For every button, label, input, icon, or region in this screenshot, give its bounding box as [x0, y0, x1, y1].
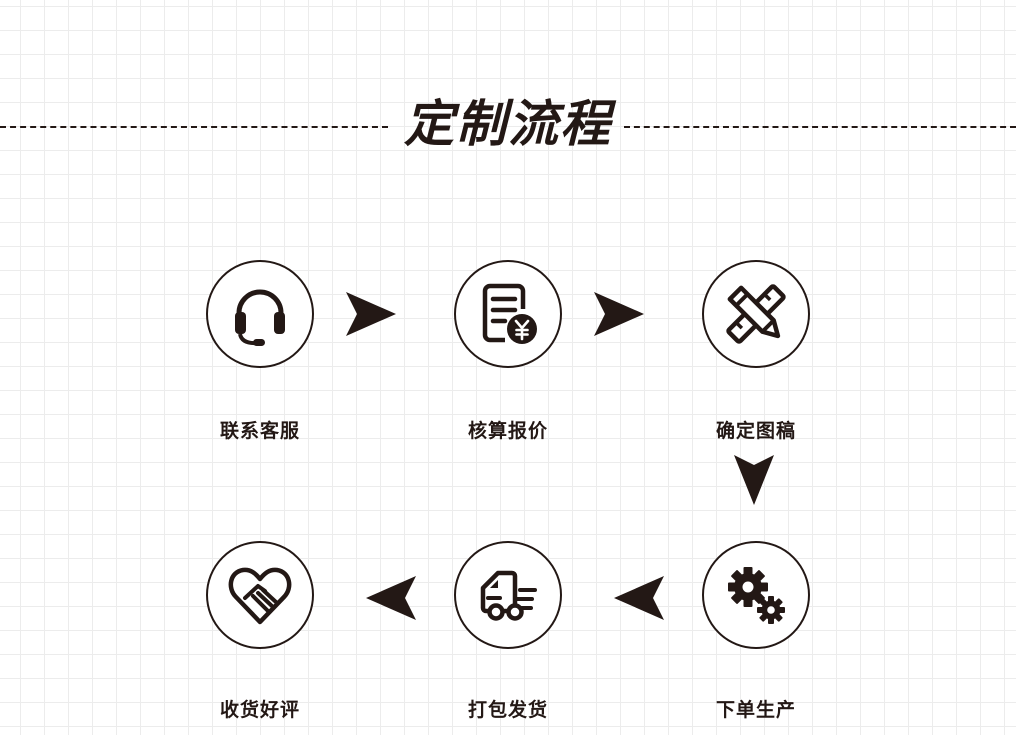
step-icon-circle	[206, 541, 314, 649]
quote-document-yen-icon	[482, 283, 537, 344]
step-icon-circle	[702, 541, 810, 649]
title-dashed-line-left	[0, 126, 388, 128]
delivery-truck-icon	[480, 570, 537, 621]
arrow-left-icon	[366, 576, 416, 620]
step-icon-circle	[206, 260, 314, 368]
step-icon-circle	[454, 260, 562, 368]
heart-handshake-icon	[228, 567, 292, 625]
arrow-right-icon	[346, 292, 396, 336]
arrow-down-icon	[734, 455, 774, 505]
step-label: 下单生产	[715, 699, 796, 721]
step-label: 核算报价	[467, 420, 548, 442]
gears-icon	[728, 567, 785, 624]
step-label: 收货好评	[219, 699, 300, 721]
headset-icon	[235, 289, 285, 346]
title-dashed-line-right	[624, 126, 1016, 128]
step-label: 打包发货	[467, 699, 548, 721]
step-icon-circle	[454, 541, 562, 649]
arrow-right-icon	[594, 292, 644, 336]
page-title: 定制流程	[404, 95, 612, 153]
step-label: 确定图稿	[715, 420, 796, 442]
step-label: 联系客服	[219, 420, 300, 442]
step-icon-circle	[702, 260, 810, 368]
pencil-ruler-icon	[726, 284, 786, 344]
arrow-left-icon	[614, 576, 664, 620]
